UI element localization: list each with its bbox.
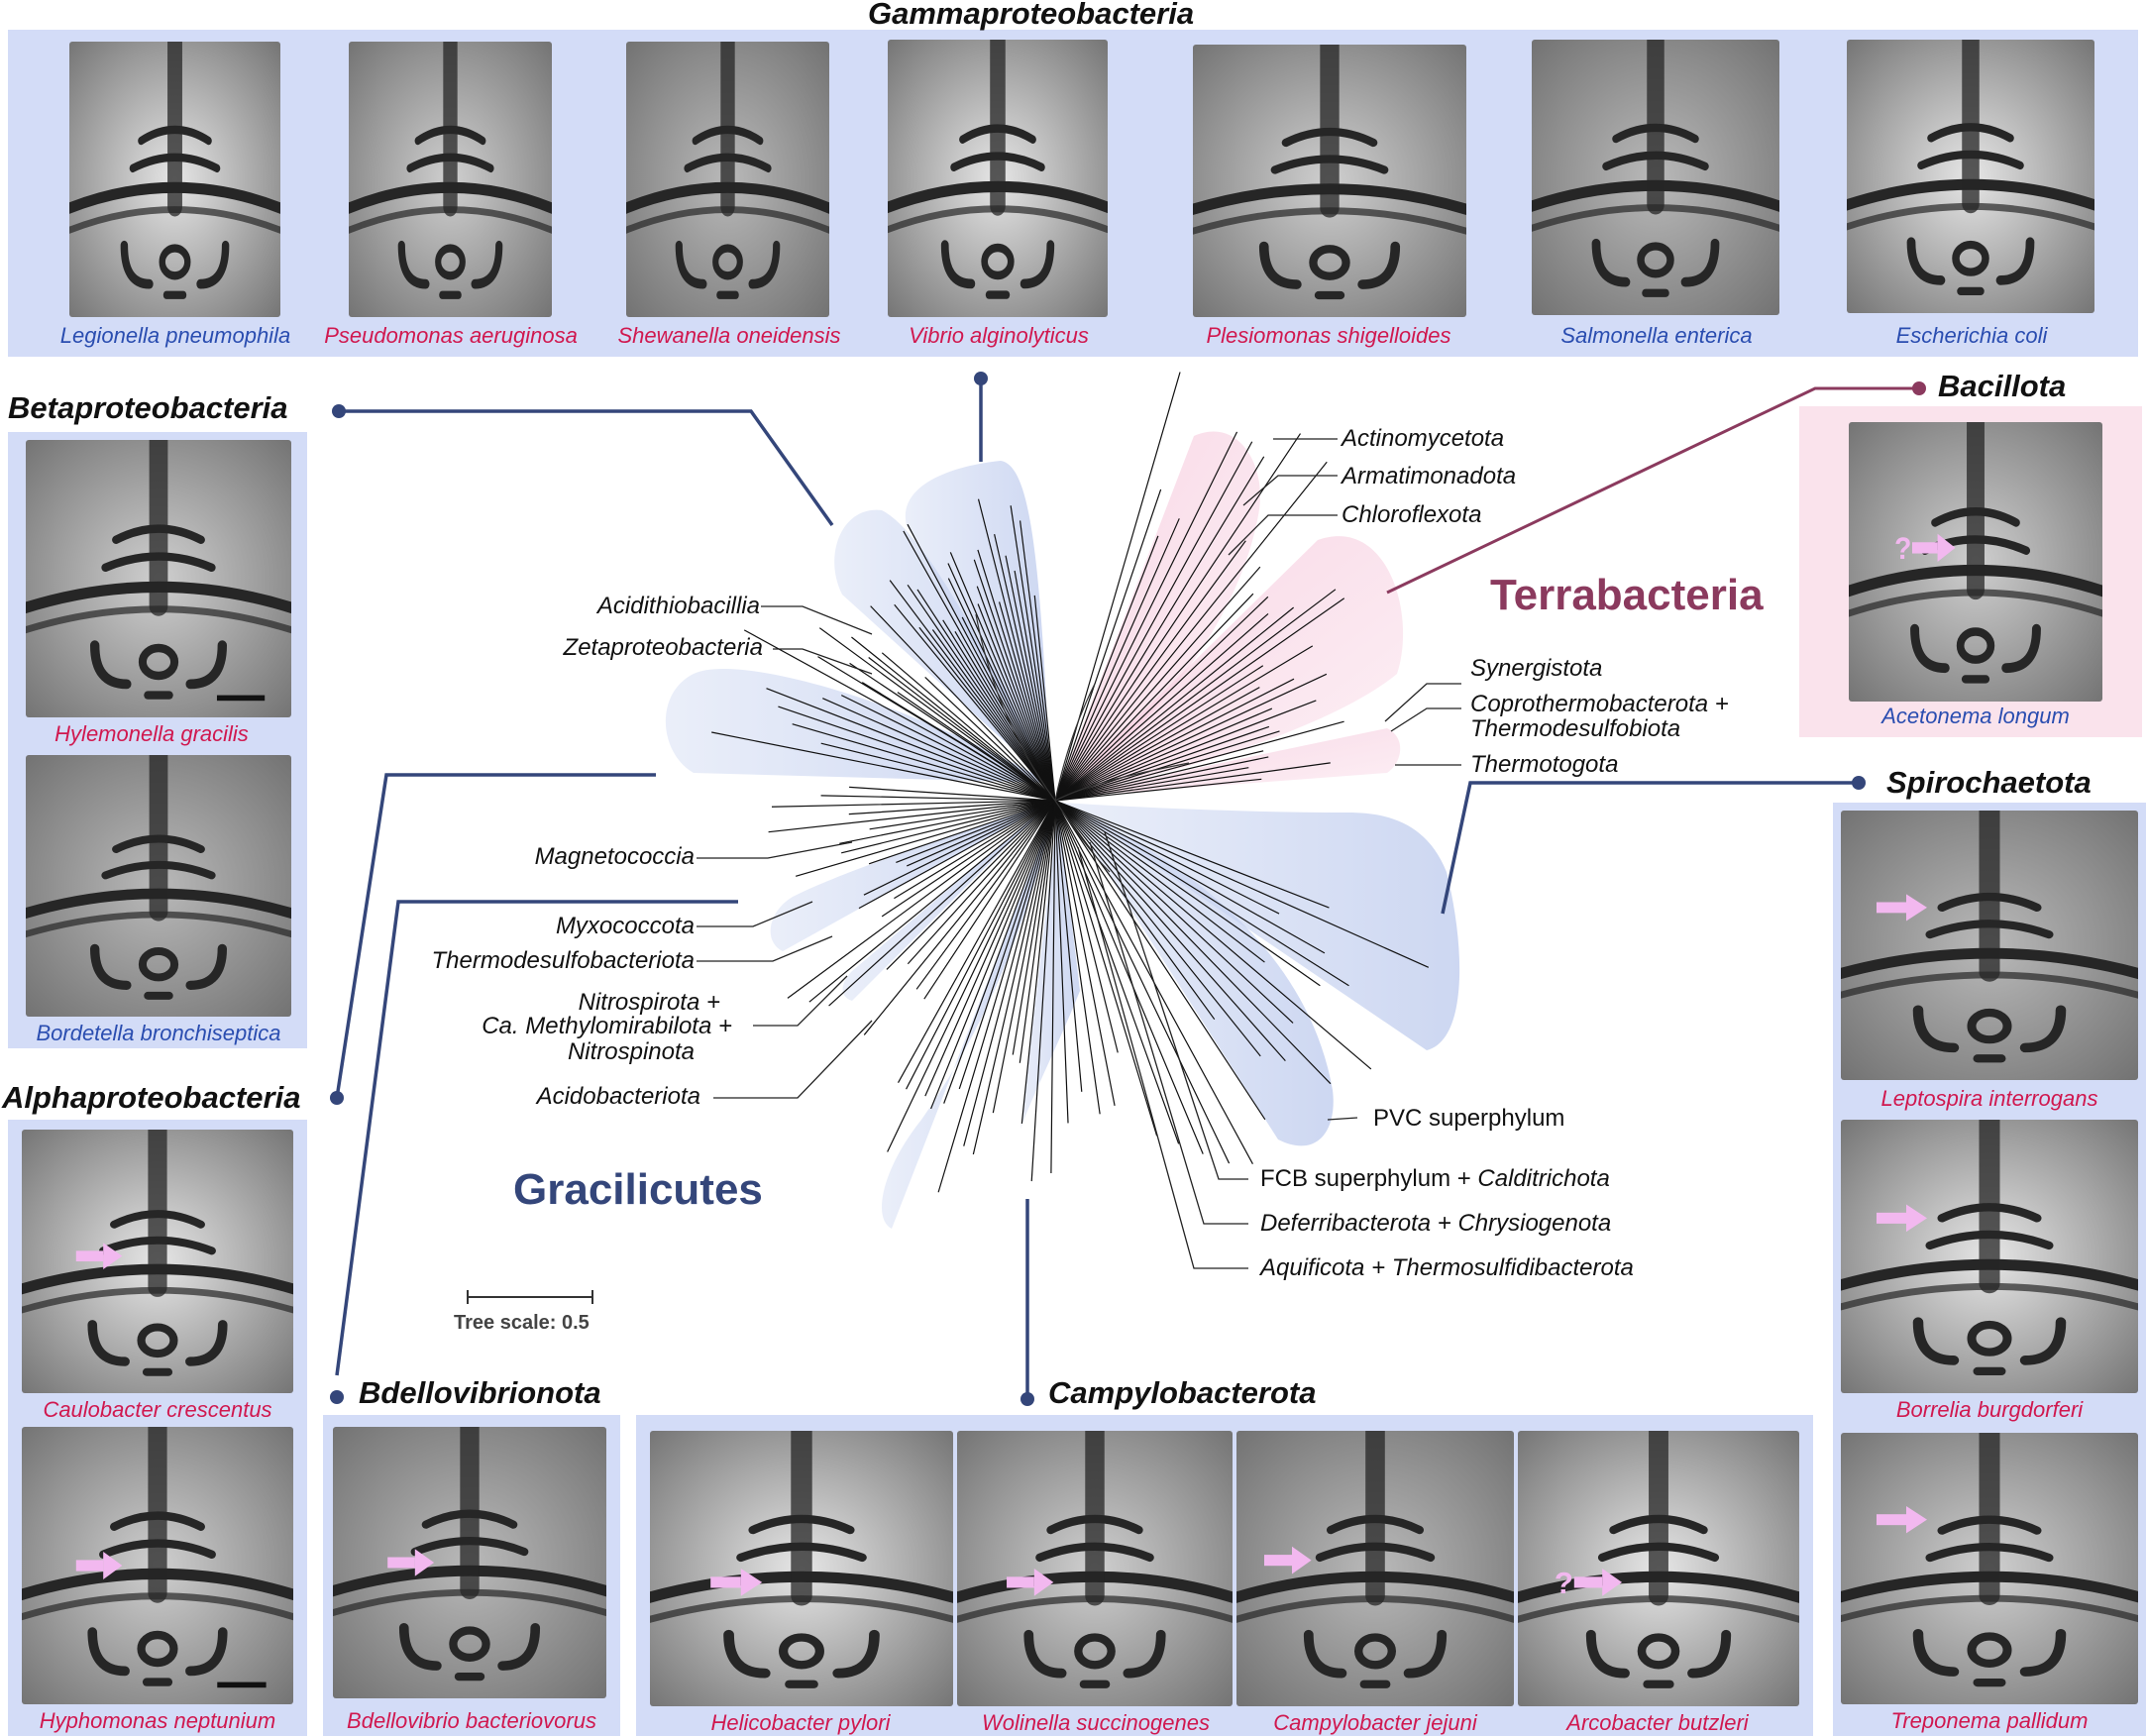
label-methylomirabilota-text: Methylomirabilota +: [518, 1013, 732, 1039]
leader-lines: [697, 438, 1461, 1269]
gracilicutes-label: Gracilicutes: [513, 1165, 763, 1214]
label-aquificota: Aquificota + Thermosulfidibacterota: [1260, 1254, 1634, 1281]
label-armatimonadota: Armatimonadota: [1342, 463, 1517, 489]
caption-caulobacter: Caulobacter crescentus: [43, 1397, 272, 1422]
tomogram-hyphomonas: [22, 1427, 293, 1704]
caption-legionella: Legionella pneumophila: [59, 323, 291, 348]
caption-vibrio: Vibrio alginolyticus: [909, 323, 1089, 348]
label-thermotogota: Thermotogota: [1470, 751, 1619, 778]
caption-pseudomonas: Pseudomonas aeruginosa: [324, 323, 578, 348]
caption-hyphomonas: Hyphomonas neptunium: [39, 1708, 276, 1733]
label-zetaproteobacteria: Zetaproteobacteria: [563, 634, 763, 661]
caption-acetonema: Acetonema longum: [1881, 704, 2070, 728]
label-acidithiobacillia: Acidithiobacillia: [596, 593, 760, 619]
tomogram-leptospira: [1841, 811, 2138, 1080]
caption-campylobacter: Campylobacter jejuni: [1273, 1710, 1477, 1735]
label-thermodesulfobiota: Thermodesulfobiota: [1470, 715, 1681, 742]
tomogram-shewanella: [626, 42, 829, 317]
tomogram-treponema: [1841, 1433, 2138, 1704]
bacillota-connector-dot: [1912, 381, 1926, 395]
tomogram-campylobacter: [1236, 1431, 1514, 1706]
label-coprothermobacterota: Coprothermobacterota +: [1470, 691, 1729, 717]
caption-shewanella: Shewanella oneidensis: [617, 323, 841, 348]
clade-alpha: [665, 668, 1050, 783]
label-fcb-text: FCB superphylum +: [1260, 1165, 1478, 1192]
spirochaetota-heading: Spirochaetota: [1886, 765, 2092, 800]
caption-wolinella: Wolinella succinogenes: [982, 1710, 1210, 1735]
alphaproteobacteria-heading: Alphaproteobacteria: [2, 1080, 301, 1115]
clade-terra-b: [1055, 536, 1404, 798]
clade-pvc: [1062, 803, 1334, 1146]
label-calditrichota: Calditrichota: [1477, 1165, 1610, 1192]
tomogram-bdellovibrio: [333, 1427, 606, 1698]
label-deferribacterota-text: Deferribacterota +: [1260, 1210, 1458, 1237]
caption-hylemonella: Hylemonella gracilis: [54, 721, 249, 746]
label-methylomirabilota: Ca. Methylomirabilota +: [482, 1014, 732, 1038]
betaproteobacteria-heading: Betaproteobacteria: [8, 390, 288, 425]
tomogram-ecoli: [1847, 40, 2094, 313]
label-actinomycetota: Actinomycetota: [1342, 425, 1505, 452]
tomogram-caulobacter: [22, 1130, 293, 1393]
label-chrysiogenota: Chrysiogenota: [1457, 1210, 1612, 1237]
caption-leptospira: Leptospira interrogans: [1880, 1086, 2098, 1111]
caption-arcobacter: Arcobacter butzleri: [1566, 1710, 1749, 1735]
tomogram-salmonella: [1532, 40, 1779, 315]
label-acidobacteriota: Acidobacteriota: [536, 1083, 700, 1110]
tomogram-plesiomonas: [1193, 45, 1466, 317]
tomogram-pseudomonas: [349, 42, 552, 317]
caption-bordetella: Bordetella bronchiseptica: [36, 1021, 281, 1045]
bdellovibrionota-heading: Bdellovibrionota: [359, 1375, 601, 1410]
group-connectors: [335, 382, 1859, 1399]
label-deferribacterota: Deferribacterota + Chrysiogenota: [1260, 1211, 1611, 1236]
clade-deltas: [770, 803, 1050, 951]
tomogram-hylemonella: [26, 440, 291, 717]
caption-helicobacter: Helicobacter pylori: [710, 1710, 891, 1735]
tomogram-borrelia: [1841, 1120, 2138, 1393]
caption-plesiomonas: Plesiomonas shigelloides: [1206, 323, 1451, 348]
label-synergistota: Synergistota: [1470, 655, 1603, 682]
tomogram-arcobacter: ?: [1518, 1431, 1799, 1706]
label-fcb-superphylum: FCB superphylum + Calditrichota: [1260, 1166, 1610, 1191]
label-nitrospinota: Nitrospinota: [567, 1038, 695, 1065]
label-chloroflexota: Chloroflexota: [1342, 501, 1482, 528]
clade-campylo-b: [1020, 808, 1080, 1130]
svg-text:?: ?: [1555, 1566, 1573, 1600]
tree-scale-label: Tree scale: 0.5: [454, 1312, 590, 1334]
tomogram-legionella: [69, 42, 280, 317]
tomogram-vibrio: [888, 40, 1108, 317]
label-myxococcota: Myxococcota: [555, 913, 695, 939]
caption-treponema: Treponema pallidum: [1890, 1708, 2089, 1733]
caption-ecoli: Escherichia coli: [1895, 323, 2048, 348]
caption-borrelia: Borrelia burgdorferi: [1895, 1397, 2084, 1422]
tomogram-bordetella: [26, 755, 291, 1017]
label-nitrospirota: Nitrospirota +: [578, 989, 720, 1016]
tomogram-wolinella: [957, 1431, 1233, 1706]
tomogram-acetonema: ?: [1849, 422, 2102, 702]
svg-text:?: ?: [1894, 532, 1911, 567]
group-connector-dots: [330, 372, 1866, 1406]
label-pvc-superphylum: PVC superphylum: [1373, 1105, 1565, 1132]
label-magnetococcia: Magnetococcia: [534, 843, 695, 870]
campylobacterota-heading: Campylobacterota: [1048, 1375, 1317, 1410]
terrabacteria-label: Terrabacteria: [1490, 571, 1764, 619]
caption-salmonella: Salmonella enterica: [1560, 323, 1753, 348]
label-ca: Ca.: [482, 1013, 519, 1039]
tree-scale-bar: [467, 1290, 593, 1304]
gammaproteobacteria-heading: Gammaproteobacteria: [868, 0, 1195, 31]
bacillota-connector: [1386, 386, 1919, 595]
tree-backbone: [975, 613, 1190, 873]
clade-campylo: [882, 808, 1055, 1229]
caption-bdellovibrio: Bdellovibrio bacteriovorus: [347, 1708, 596, 1733]
bacillota-heading: Bacillota: [1938, 369, 2067, 403]
tree-branches: [711, 372, 1430, 1193]
label-thermodesulfobacteriota: Thermodesulfobacteriota: [431, 947, 695, 974]
clade-spiro: [1062, 803, 1460, 1050]
tomogram-helicobacter: [650, 1431, 953, 1706]
